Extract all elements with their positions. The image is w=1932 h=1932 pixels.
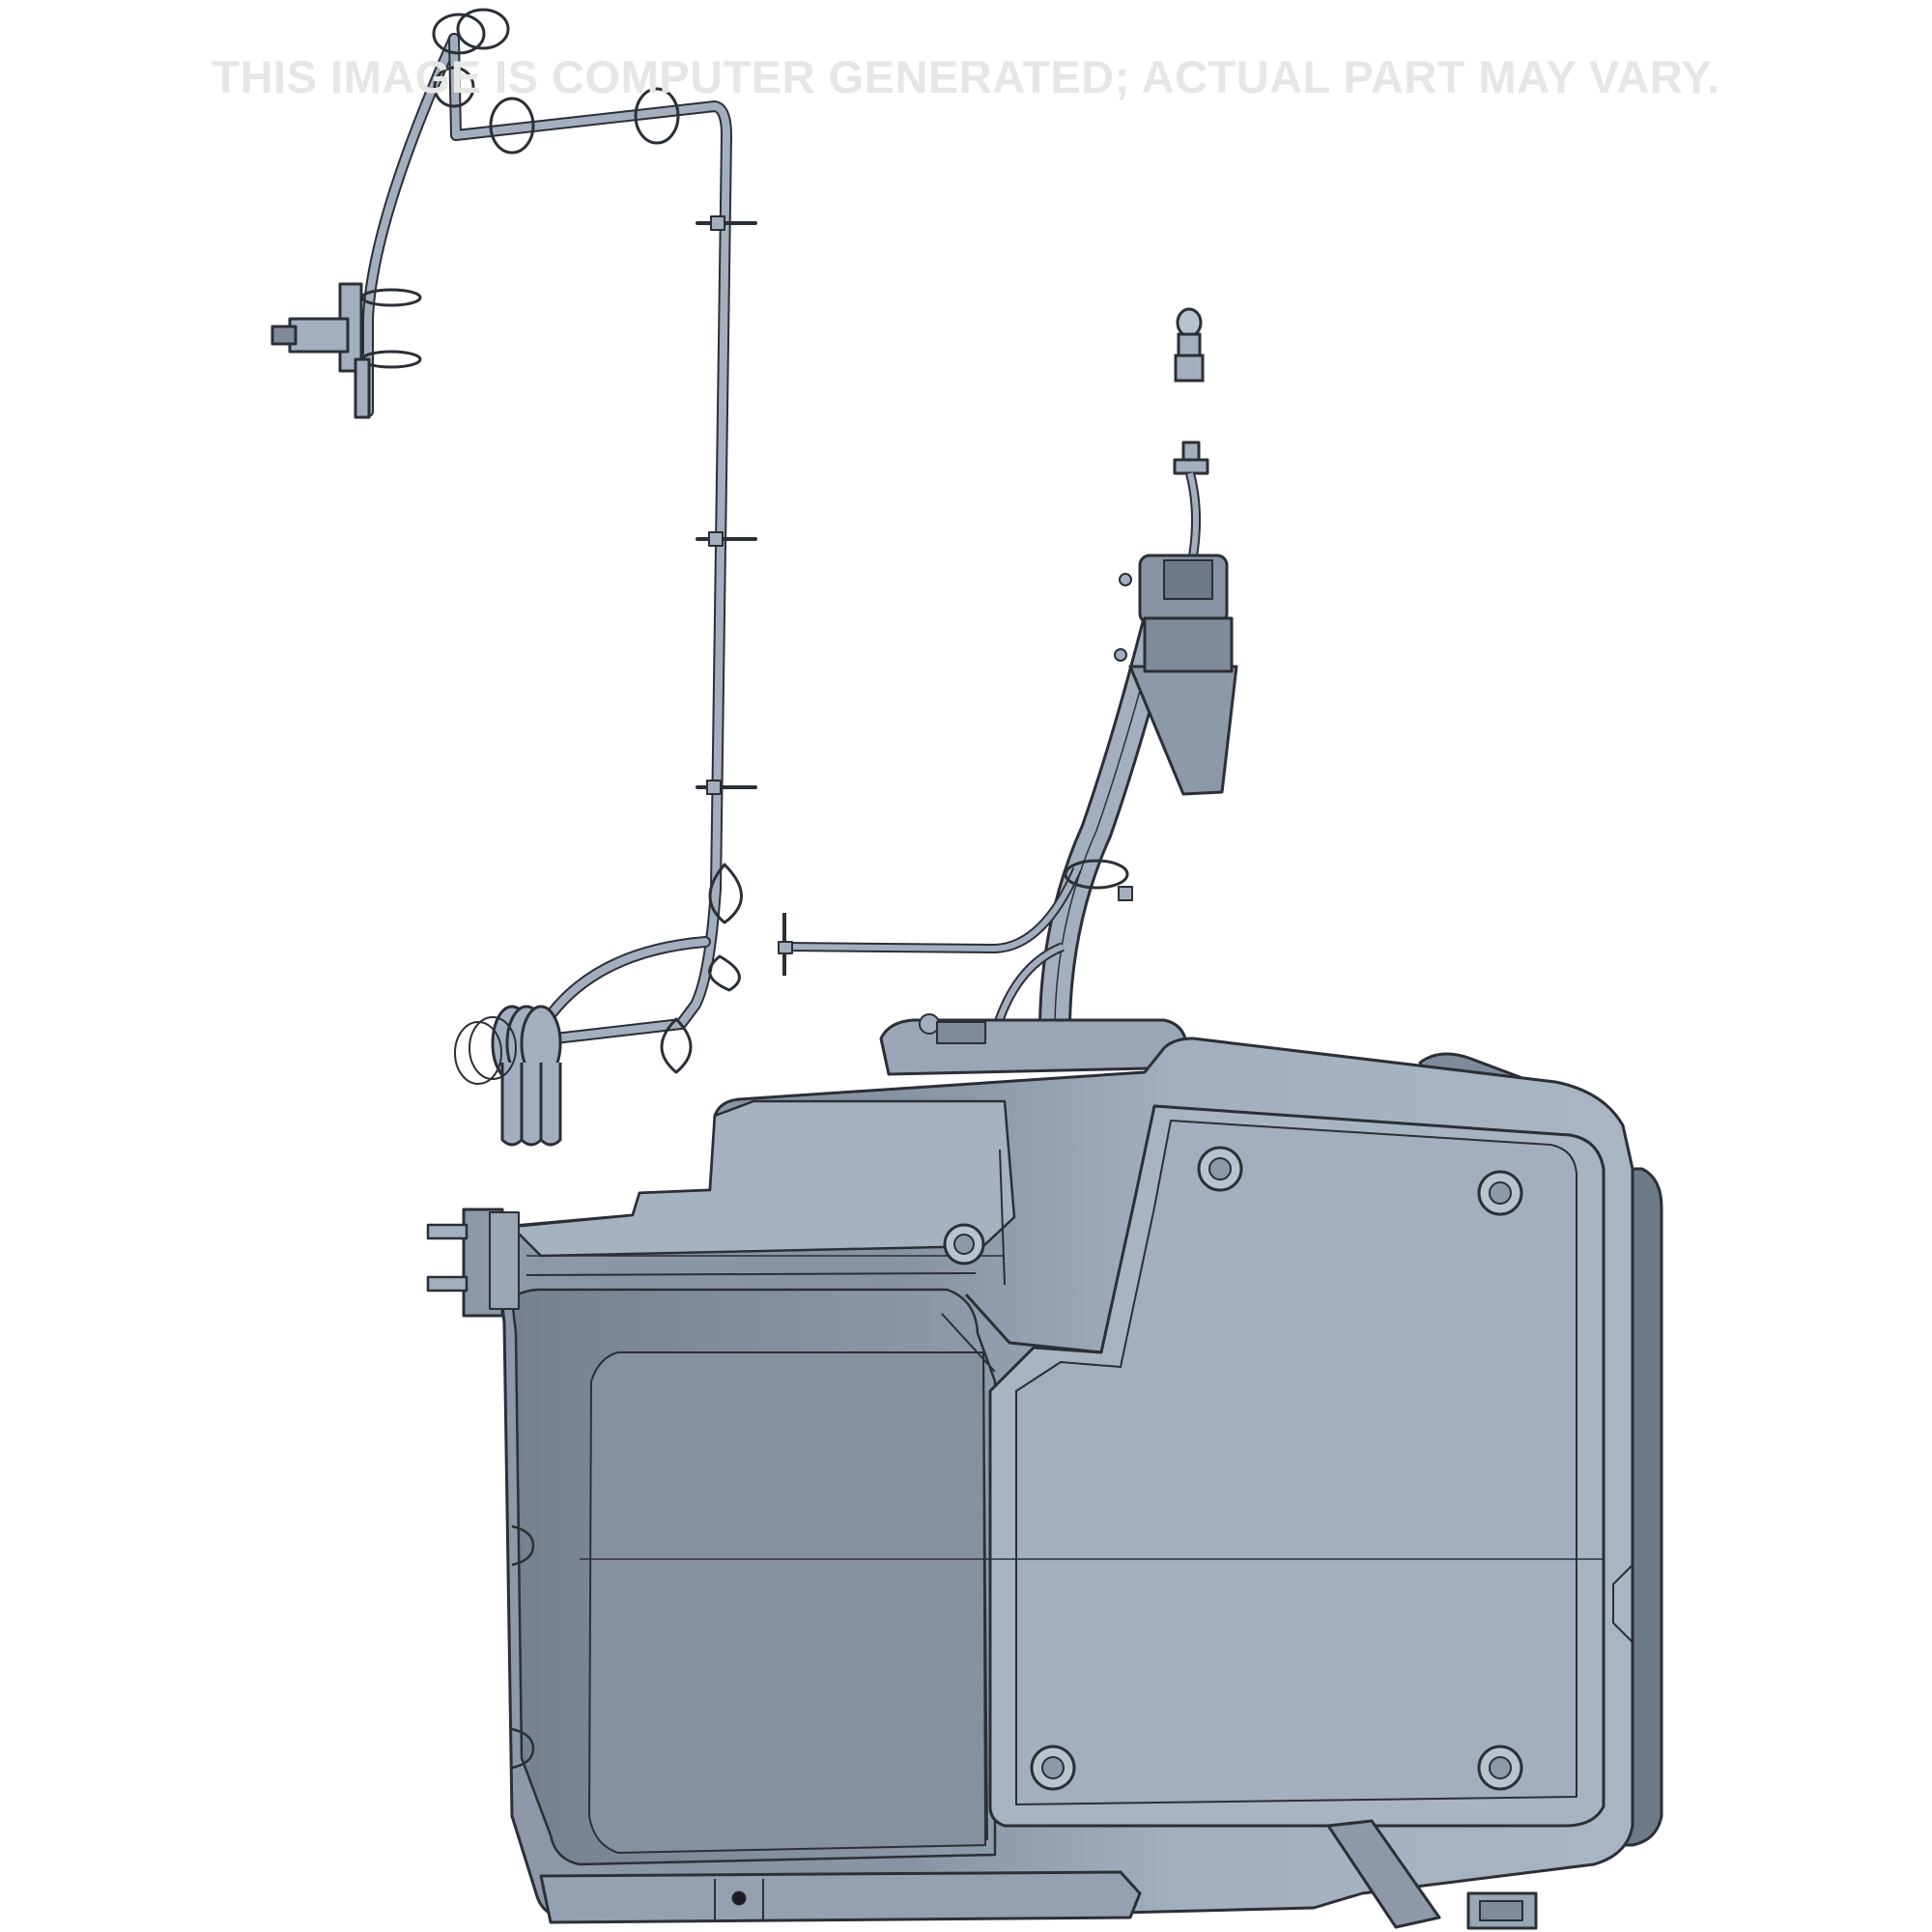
mounting-bolts bbox=[943, 1146, 1523, 1791]
disclaimer-watermark: THIS IMAGE IS COMPUTER GENERATED; ACTUAL… bbox=[212, 51, 1720, 102]
hose-coil bbox=[454, 1005, 562, 1147]
fuel-cap bbox=[1174, 307, 1205, 383]
fuel-tank bbox=[426, 1013, 1663, 1930]
filler-neck bbox=[778, 440, 1238, 1044]
breather-line bbox=[270, 8, 757, 1074]
